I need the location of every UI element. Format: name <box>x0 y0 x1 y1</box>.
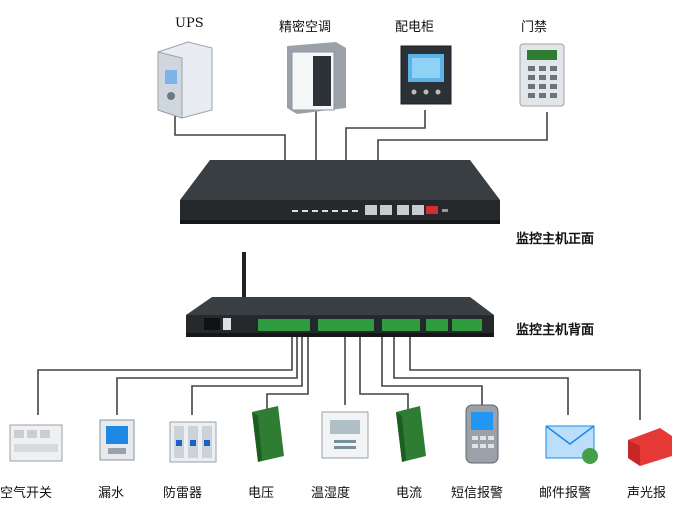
surge-protector-device <box>169 421 217 463</box>
label-siren-alarm: 声光报 <box>627 486 667 501</box>
label-ups: UPS <box>175 16 204 31</box>
label-water-leak: 漏水 <box>98 486 125 501</box>
bottom-connectors <box>37 337 641 420</box>
ac-unit <box>287 42 346 114</box>
current-transmitter-device <box>396 406 426 462</box>
pdu-meter <box>400 45 452 105</box>
label-email-alarm: 邮件报警 <box>539 486 592 501</box>
label-current: 电流 <box>396 486 423 501</box>
host-front-unit <box>180 160 500 224</box>
label-host-back: 监控主机背面 <box>516 323 595 338</box>
label-air-breaker: 空气开关 <box>0 486 53 501</box>
temp-humidity-sensor-device <box>321 411 369 459</box>
label-precision-ac: 精密空调 <box>279 20 332 35</box>
host-back-unit <box>186 252 494 337</box>
label-voltage: 电压 <box>248 486 275 501</box>
label-surge-protector: 防雷器 <box>163 486 203 501</box>
label-distribution-cabinet: 配电柜 <box>395 20 435 35</box>
label-host-front: 监控主机正面 <box>516 232 595 247</box>
label-temp-humidity: 温湿度 <box>311 486 351 501</box>
leak-sensor-device <box>99 419 135 461</box>
door-access-keypad <box>519 43 565 107</box>
breaker-device <box>9 424 63 462</box>
voltage-transmitter-device <box>252 406 284 462</box>
label-sms-alarm: 短信报警 <box>451 486 504 501</box>
label-access-control: 门禁 <box>521 20 548 35</box>
email-alarm-device <box>545 425 598 464</box>
sms-alarm-phone-device <box>465 404 499 464</box>
siren-alarm-device <box>628 428 672 466</box>
ups-device <box>157 41 213 119</box>
top-connectors <box>174 108 548 160</box>
